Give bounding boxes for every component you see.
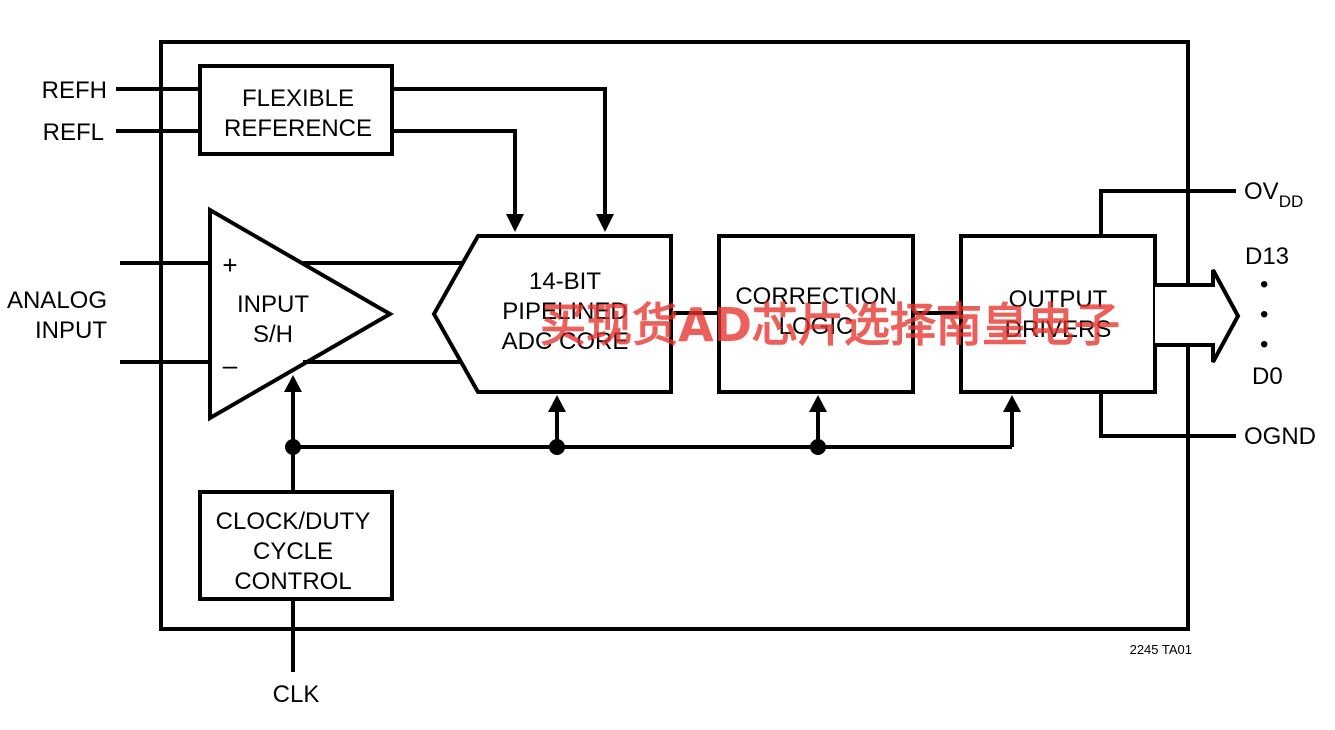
output-drivers-line1: OUTPUT <box>1009 286 1108 313</box>
arrow-clk-adc <box>548 395 566 412</box>
output-drivers-line2: DRIVERS <box>1005 316 1112 343</box>
clock-control-line1: CLOCK/DUTY <box>216 508 371 535</box>
watermark: 买现货AD芯片选择南皇电子 <box>540 298 1120 352</box>
bus-dot-3: • <box>1260 331 1268 358</box>
output-bus-arrow-outline <box>1155 269 1241 363</box>
adc-core-line1: 14-BIT <box>529 268 601 295</box>
output-drivers-block <box>959 234 1157 394</box>
bus-dot-1: • <box>1260 271 1268 298</box>
flexible-reference-block <box>198 64 394 156</box>
minus-sign: – <box>223 350 238 380</box>
ovdd-main: OV <box>1244 178 1279 205</box>
arrow-ref-adc-2 <box>506 214 524 232</box>
correction-logic-line1: CORRECTION <box>735 283 896 310</box>
ognd-label: OGND <box>1244 423 1316 450</box>
input-sh-amplifier <box>208 206 394 422</box>
clk-label: CLK <box>273 681 320 708</box>
clock-control-line2: CYCLE <box>253 538 333 565</box>
adc-core-line2: PIPELINED <box>502 298 627 325</box>
ovdd-subscript: DD <box>1279 192 1304 211</box>
input-sh-line2: S/H <box>253 321 293 348</box>
arrow-clk-amp <box>284 375 302 392</box>
correction-logic-line2: LOGIC <box>779 313 854 340</box>
ovdd-wire <box>1099 189 1236 236</box>
arrow-clk-correction <box>809 395 827 412</box>
plus-sign: + <box>222 250 237 280</box>
output-bus-arrow <box>1155 270 1238 362</box>
flexible-reference-line2: REFERENCE <box>224 115 372 142</box>
junction-dot-3 <box>810 439 826 455</box>
junction-dot-2 <box>549 439 565 455</box>
ovdd-label: OVDD <box>1244 178 1303 211</box>
arrow-ref-adc-1 <box>596 214 614 232</box>
analog-input-label-line2: INPUT <box>35 317 107 344</box>
input-sh-line1: INPUT <box>237 291 309 318</box>
flexible-reference-line1: FLEXIBLE <box>242 85 354 112</box>
ref-to-adc-wire-1 <box>392 87 607 216</box>
figure-id: 2245 TA01 <box>1130 642 1192 657</box>
ognd-wire <box>1099 392 1236 438</box>
clock-control-line3: CONTROL <box>234 568 351 595</box>
d13-label: D13 <box>1245 243 1289 270</box>
bus-dot-2: • <box>1260 301 1268 328</box>
arrow-clk-output <box>1003 395 1021 412</box>
analog-input-label-line1: ANALOG <box>7 287 107 314</box>
clock-control-block <box>198 490 394 601</box>
correction-logic-block <box>717 234 915 394</box>
junction-dot-1 <box>285 439 301 455</box>
ref-to-adc-wire-2 <box>392 129 517 216</box>
refl-label: REFL <box>43 119 104 146</box>
d0-label: D0 <box>1252 363 1283 390</box>
adc-core-block <box>431 234 673 394</box>
adc-core-line3: ADC CORE <box>502 328 629 355</box>
refh-label: REFH <box>42 77 107 104</box>
